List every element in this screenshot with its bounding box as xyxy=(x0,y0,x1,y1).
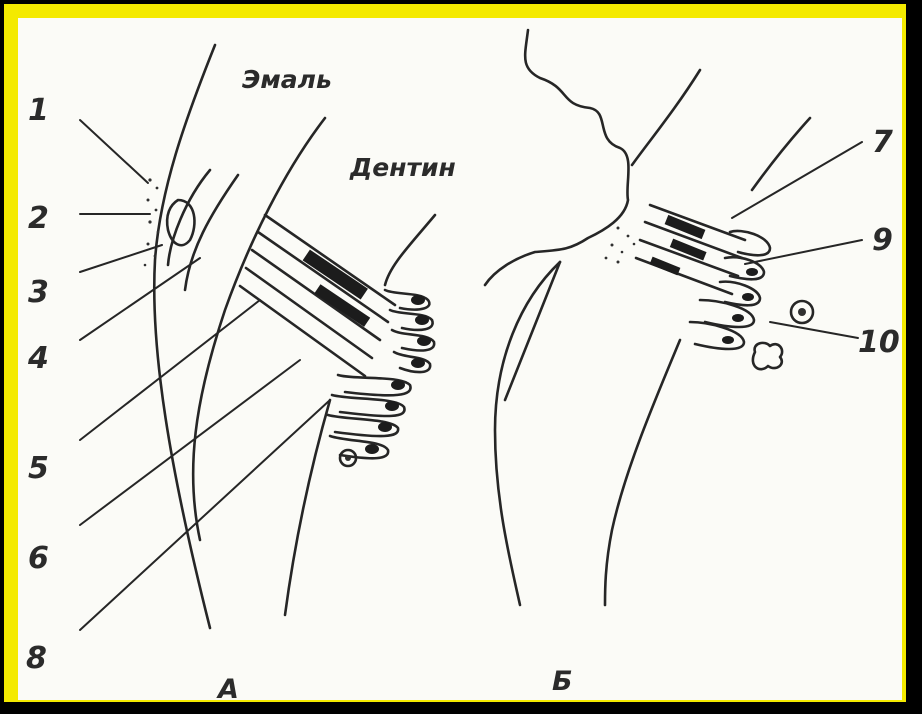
enamel-prism-bundle xyxy=(240,215,395,376)
label-enamel: Эмаль xyxy=(242,65,332,94)
surface-stippling xyxy=(144,178,160,266)
enamel-outline-b xyxy=(485,30,629,285)
enamel-dentin-junction-b xyxy=(632,70,700,165)
label-4: 4 xyxy=(27,341,49,376)
leader-line-4 xyxy=(80,258,200,340)
panel-a xyxy=(80,45,435,630)
label-3: 3 xyxy=(28,275,49,310)
leader-line-8 xyxy=(80,400,330,630)
leader-line-9 xyxy=(745,240,862,264)
pulp-boundary-lower xyxy=(285,400,330,615)
ameloblast-cells-b xyxy=(690,231,813,369)
label-dentin: Дентин xyxy=(349,153,456,182)
label-2: 2 xyxy=(28,201,49,236)
label-6: 6 xyxy=(28,541,49,576)
root-line-right xyxy=(605,340,680,605)
pulp-line-b xyxy=(752,118,810,190)
leader-line-7 xyxy=(732,142,862,218)
root-line-left xyxy=(495,262,560,605)
leader-line-1 xyxy=(80,120,148,183)
stippling-b xyxy=(605,227,636,264)
growth-line-3 xyxy=(167,200,194,245)
panel-label-a: А xyxy=(216,674,239,705)
leader-line-10 xyxy=(770,322,858,338)
label-10: 10 xyxy=(858,325,900,360)
degenerated-cell xyxy=(753,343,782,369)
label-9: 9 xyxy=(872,223,893,258)
panel-label-b: Б xyxy=(552,666,573,697)
leader-line-3 xyxy=(80,245,162,272)
pulp-boundary-line xyxy=(385,215,435,285)
enamel-surface-line xyxy=(154,45,215,628)
leader-line-6 xyxy=(80,360,300,525)
label-1: 1 xyxy=(28,93,49,128)
enamel-dentin-junction-line xyxy=(193,118,325,540)
label-5: 5 xyxy=(28,451,49,486)
label-7: 7 xyxy=(872,125,893,160)
growth-line-1 xyxy=(168,170,210,265)
label-8: 8 xyxy=(26,641,47,676)
panel-b xyxy=(485,30,862,605)
ameloblast-lower xyxy=(328,375,411,466)
